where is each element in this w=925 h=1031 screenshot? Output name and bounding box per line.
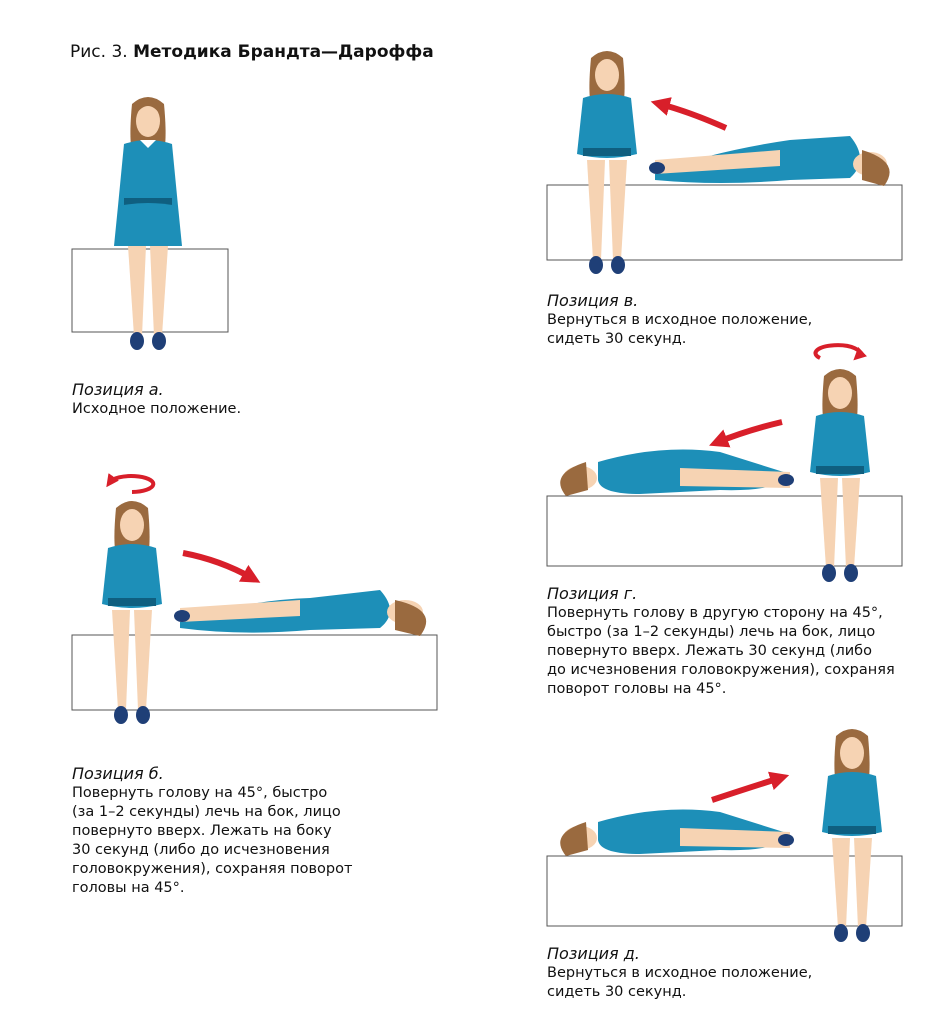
position-description: Повернуть голову на 45°, быстро (за 1–2 … bbox=[72, 785, 353, 896]
scene-position-g bbox=[546, 343, 903, 582]
lying-woman-figure bbox=[560, 449, 794, 496]
position-description: Исходное положение. bbox=[72, 401, 242, 417]
position-name: Позиция г. bbox=[547, 584, 638, 603]
caption-position-a: Позиция а. Исходное положение. bbox=[72, 380, 241, 419]
scene-position-a bbox=[71, 97, 229, 350]
bench bbox=[546, 495, 903, 567]
rotate-head-arrow bbox=[106, 473, 156, 494]
scene-position-d bbox=[546, 729, 903, 942]
sitting-woman-figure bbox=[102, 501, 162, 724]
position-name: Позиция д. bbox=[547, 944, 640, 963]
position-name: Позиция в. bbox=[547, 291, 639, 310]
position-name: Позиция б. bbox=[72, 764, 164, 783]
caption-position-b: Позиция б. Повернуть голову на 45°, быст… bbox=[72, 764, 352, 898]
movement-arrow bbox=[182, 550, 261, 583]
lying-woman-figure bbox=[174, 590, 427, 636]
figure-label: Рис. 3. bbox=[70, 42, 128, 62]
caption-position-g: Позиция г. Повернуть голову в другую сто… bbox=[547, 584, 895, 699]
bench bbox=[546, 184, 903, 261]
position-name: Позиция а. bbox=[72, 380, 164, 399]
sitting-woman-figure bbox=[577, 51, 637, 274]
position-description: Вернуться в исходное положение, сидеть 3… bbox=[547, 312, 813, 347]
rotate-head-arrow bbox=[813, 343, 868, 361]
lying-woman-figure bbox=[649, 136, 890, 186]
figure-title-text: Методика Брандта—Дароффа bbox=[133, 42, 434, 62]
movement-arrow bbox=[711, 771, 790, 803]
scene-position-v bbox=[546, 51, 903, 274]
figure-title: Рис. 3. Методика Брандта—Дароффа bbox=[70, 42, 434, 62]
position-description: Повернуть голову в другую сторону на 45°… bbox=[547, 605, 895, 697]
sitting-woman-figure bbox=[114, 97, 182, 350]
bench bbox=[71, 248, 229, 333]
movement-arrow bbox=[709, 419, 783, 448]
scene-position-b bbox=[71, 473, 438, 724]
bench bbox=[546, 855, 903, 927]
caption-position-v: Позиция в. Вернуться в исходное положени… bbox=[547, 291, 812, 349]
position-description: Вернуться в исходное положение, сидеть 3… bbox=[547, 965, 813, 1000]
caption-position-d: Позиция д. Вернуться в исходное положени… bbox=[547, 944, 812, 1002]
bench bbox=[71, 634, 438, 711]
lying-woman-figure bbox=[560, 809, 794, 856]
movement-arrow bbox=[650, 97, 728, 131]
sitting-woman-figure bbox=[810, 369, 870, 582]
sitting-woman-figure bbox=[822, 729, 882, 942]
